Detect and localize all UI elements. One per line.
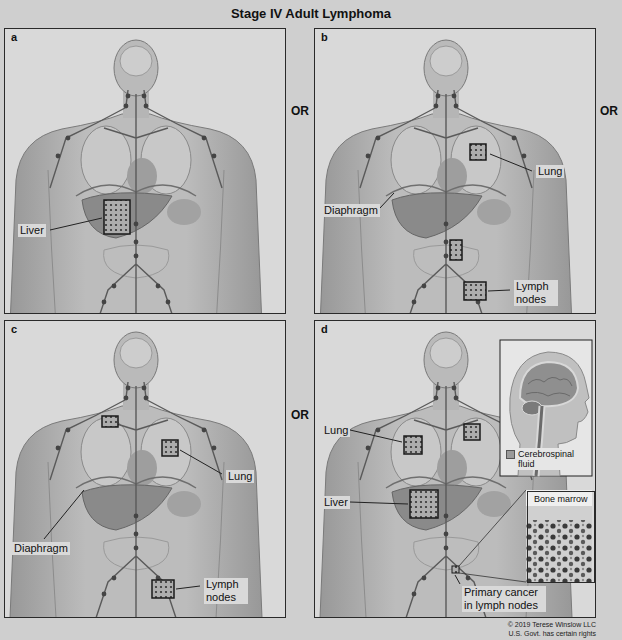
lesion-box [470, 144, 486, 160]
legend-row: Cerebrospinal fluid [504, 448, 580, 470]
diagram-title: Stage IV Adult Lymphoma [231, 6, 391, 22]
copyright-note: © 2019 Terese Winslow LLC [508, 620, 596, 629]
label-slot: Liver [322, 496, 350, 509]
brain [520, 362, 578, 406]
lesion-box [102, 416, 118, 427]
brain-inset [500, 340, 592, 476]
bone-layer [526, 506, 592, 520]
organ-label: Liver [322, 496, 350, 509]
label-slot: Lung [226, 470, 254, 483]
marrow-cells [526, 520, 592, 582]
lesion-box [410, 490, 438, 518]
panel-box: Bone marrow dLungLiverPrimary cancer in l… [314, 320, 596, 618]
panel-letter: b [319, 31, 330, 44]
legend-text: Cerebrospinal fluid [518, 449, 578, 469]
organ-label: Lung [536, 165, 564, 178]
or-separator: OR [291, 408, 309, 422]
lesion-box [404, 436, 422, 454]
panel-art [4, 320, 286, 618]
brain-fold [526, 377, 572, 396]
legend-swatch [506, 450, 515, 459]
organ-label: Lymph nodes [204, 578, 248, 604]
organ-label: Primary cancer in lymph nodes [462, 586, 546, 612]
inset-ground [526, 490, 592, 582]
inset-title: Bone marrow [532, 494, 590, 505]
legend-slot: Cerebrospinal fluid [504, 448, 580, 470]
panel-letter: a [9, 31, 19, 44]
organ-label: Liver [18, 224, 46, 237]
organ-label: Lung [322, 424, 350, 437]
label-slot: Lymph nodes [204, 578, 248, 604]
or-separator: OR [291, 104, 309, 118]
label-slot: OR [291, 104, 309, 118]
leader-line [50, 218, 102, 230]
lesion-box [162, 440, 178, 456]
panel-letter: d [319, 323, 330, 336]
copyright-note: U.S. Govt. has certain rights [508, 629, 596, 638]
panel-letter: c [9, 323, 19, 336]
label-slot: Diaphragm [322, 204, 380, 217]
lesion-box [152, 580, 174, 598]
lesion-box [450, 240, 462, 260]
label-slot: OR [291, 408, 309, 422]
inset-frame [500, 340, 592, 476]
panel-art [314, 28, 596, 314]
body-figure [10, 332, 262, 618]
lesion-box [452, 566, 459, 573]
panel-box: bLungDiaphragmLymph nodes [314, 28, 596, 314]
body-figure [10, 40, 262, 314]
panel-art [4, 28, 286, 314]
lesion-box [104, 200, 130, 234]
label-slot: Primary cancer in lymph nodes [462, 586, 546, 612]
or-separator: OR [600, 104, 618, 118]
leader-line [350, 430, 460, 584]
label-slot: Diaphragm [12, 542, 70, 555]
label-slot: © 2019 Terese Winslow LLC [508, 620, 596, 629]
label-slot: U.S. Govt. has certain rights [508, 629, 596, 638]
label-slot: Lymph nodes [514, 280, 558, 306]
organ-label: Diaphragm [12, 542, 70, 555]
organ-label: Lung [226, 470, 254, 483]
leader-line [380, 154, 532, 291]
organ-label: Diaphragm [322, 204, 380, 217]
leader-line [44, 450, 222, 589]
zoom-line [459, 490, 526, 582]
inset-box: Bone marrow [527, 491, 595, 583]
marrow-inset [526, 490, 592, 582]
lesion-box [464, 424, 480, 440]
panel-ground [314, 320, 596, 618]
label-slot: Lung [322, 424, 350, 437]
lesion-box [464, 282, 486, 300]
body-figure [320, 40, 572, 314]
panel-art [314, 320, 596, 618]
label-slot: OR [600, 104, 618, 118]
panel-ground [4, 320, 286, 618]
panel-box: cLungDiaphragmLymph nodes [4, 320, 286, 618]
panel-box: aLiver [4, 28, 286, 314]
label-slot: Liver [18, 224, 46, 237]
label-slot: Lung [536, 165, 564, 178]
organ-label: Lymph nodes [514, 280, 558, 306]
